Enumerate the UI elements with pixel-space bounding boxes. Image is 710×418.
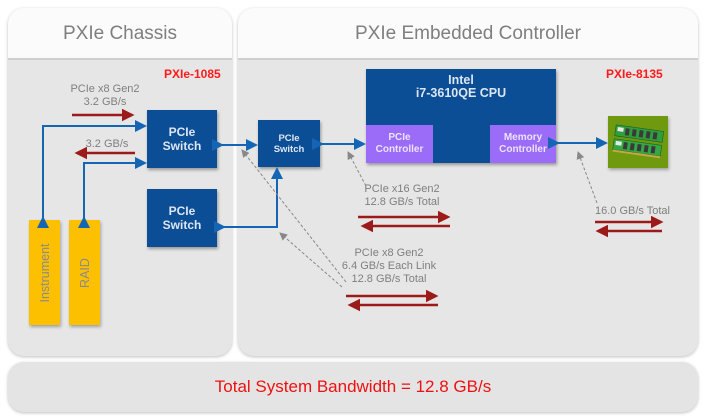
chassis-pcie-switch-bottom[interactable]: PCIe Switch xyxy=(147,189,217,247)
total-bandwidth-banner: Total System Bandwidth = 12.8 GB/s xyxy=(8,362,698,412)
cpu-title: Intel i7-3610QE CPU xyxy=(415,73,507,100)
x8-pointer-lower xyxy=(279,232,343,288)
bottom-switch-link xyxy=(214,167,283,233)
instrument-slot[interactable]: Instrument xyxy=(29,220,60,325)
controller-model-label: PXIe-8135 xyxy=(606,67,663,81)
ram-modules-icon xyxy=(612,124,665,159)
memory-controller[interactable]: Memory Controller xyxy=(490,125,556,163)
controller-title: PXIe Embedded Controller xyxy=(238,8,698,60)
cpu-block[interactable]: Intel i7-3610QE CPU PCIe Controller Memo… xyxy=(366,69,556,163)
pcie-controller[interactable]: PCIe Controller xyxy=(366,125,433,163)
controller-pcie-switch[interactable]: PCIe Switch xyxy=(258,120,320,167)
controller-panel: PXIe Embedded Controller xyxy=(238,8,698,356)
memory-bandwidth-label: 16.0 GB/s Total xyxy=(594,205,670,217)
x8-link-label: PCIe x8 Gen2 6.4 GB/s Each Link 12.8 GB/… xyxy=(341,247,437,285)
chassis-pcie-switch-top[interactable]: PCIe Switch xyxy=(147,110,217,168)
memory-pointer xyxy=(576,151,598,204)
raid-slot[interactable]: RAID xyxy=(69,220,100,325)
chassis-model-label: PXIe-1085 xyxy=(164,67,221,81)
x16-link-label: PCIe x16 Gen2 12.8 GB/s Total xyxy=(364,183,440,208)
chassis-link-label: PCIe x8 Gen2 3.2 GB/s xyxy=(70,83,140,108)
instrument-link xyxy=(37,120,147,228)
raid-link xyxy=(78,157,147,228)
chassis-title: PXIe Chassis xyxy=(8,8,232,60)
x8-pointer-upper xyxy=(241,149,347,283)
memory-modules[interactable] xyxy=(608,116,668,168)
x16-pointer xyxy=(347,151,367,187)
